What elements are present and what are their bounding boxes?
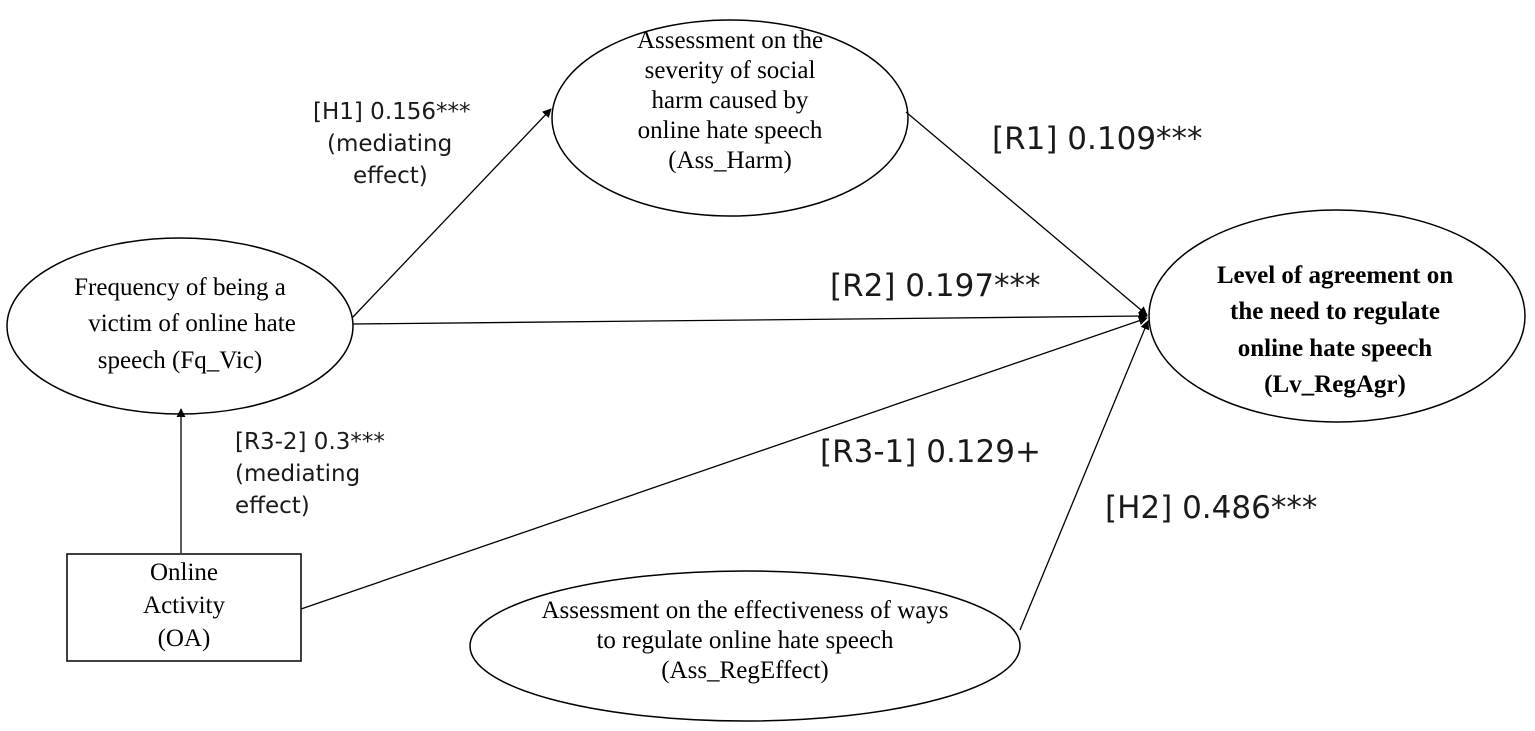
edge-r2-label: [R2] 0.197*** [830,268,1041,304]
edge-r3-2-label: [R3-2] 0.3*** (mediating effect) [235,426,385,523]
node-lv-regagr: Level of agreement on the need to regula… [1165,258,1505,403]
node-ass-regeffect-line-1: Assessment on the effectiveness of ways [541,597,949,624]
edge-h1-label-line-1: [H1] 0.156*** [313,99,471,125]
edge-r1-label: [R1] 0.109*** [992,121,1203,157]
edge-h1-label-line-2: (mediating [327,131,453,158]
node-ass-harm-line-4: online hate speech [637,117,823,144]
node-fq-vic: Frequency of being a victim of online ha… [15,270,345,379]
edge-h1-line [351,108,552,319]
edge-r3-2-label-line-3: effect) [235,493,310,520]
node-ass-harm: Assessment on the severity of social har… [565,26,895,176]
edge-h1-label-line-3: effect) [353,163,428,190]
node-lv-regagr-line-1: Level of agreement on [1216,262,1454,289]
node-lv-regagr-line-4: (Lv_RegAgr) [1264,370,1406,398]
edge-r1-line [905,111,1148,316]
node-fq-vic-line-3: speech (Fq_Vic) [97,346,263,374]
edge-r3-2-label-line-2: (mediating [235,461,361,488]
node-lv-regagr-shape [1148,209,1526,423]
node-ass-regeffect-line-3: (Ass_RegEffect) [661,657,829,684]
node-ass-regeffect: Assessment on the effectiveness of ways … [480,596,1010,686]
edge-r2-line [352,311,1148,325]
node-lv-regagr-line-2: the need to regulate [1230,298,1440,326]
node-ass-harm-line-2: severity of social [644,57,816,84]
node-ass-harm-line-5: (Ass_Harm) [668,147,792,174]
node-online-activity-line-3: (OA) [157,625,211,652]
node-ass-harm-shape [551,19,909,217]
node-ass-regeffect-line-2: to regulate online hate speech [596,627,894,654]
edge-h2-line [1019,320,1150,631]
node-online-activity-line-1: Online [149,559,219,586]
edge-r3-1-label: [R3-1] 0.129+ [820,434,1041,470]
node-fq-vic-line-1: Frequency of being a [74,274,286,301]
node-lv-regagr-line-3: online hate speech [1237,334,1433,362]
edge-r3-2-label-line-1: [R3-2] 0.3*** [235,429,385,455]
edge-h2-label: [H2] 0.486*** [1105,490,1318,526]
edge-r3-1-line [300,316,1148,610]
node-online-activity-shape [66,553,302,662]
node-ass-harm-line-1: Assessment on the [636,27,824,54]
node-online-activity: Online Activity (OA) [67,556,301,655]
node-fq-vic-line-2: victim of online hate [88,310,296,338]
node-ass-regeffect-shape [469,570,1021,722]
edge-h1-label: [H1] 0.156*** (mediating effect) [313,96,471,193]
node-ass-harm-line-3: harm caused by [651,87,809,114]
node-online-activity-line-2: Activity [143,592,225,619]
